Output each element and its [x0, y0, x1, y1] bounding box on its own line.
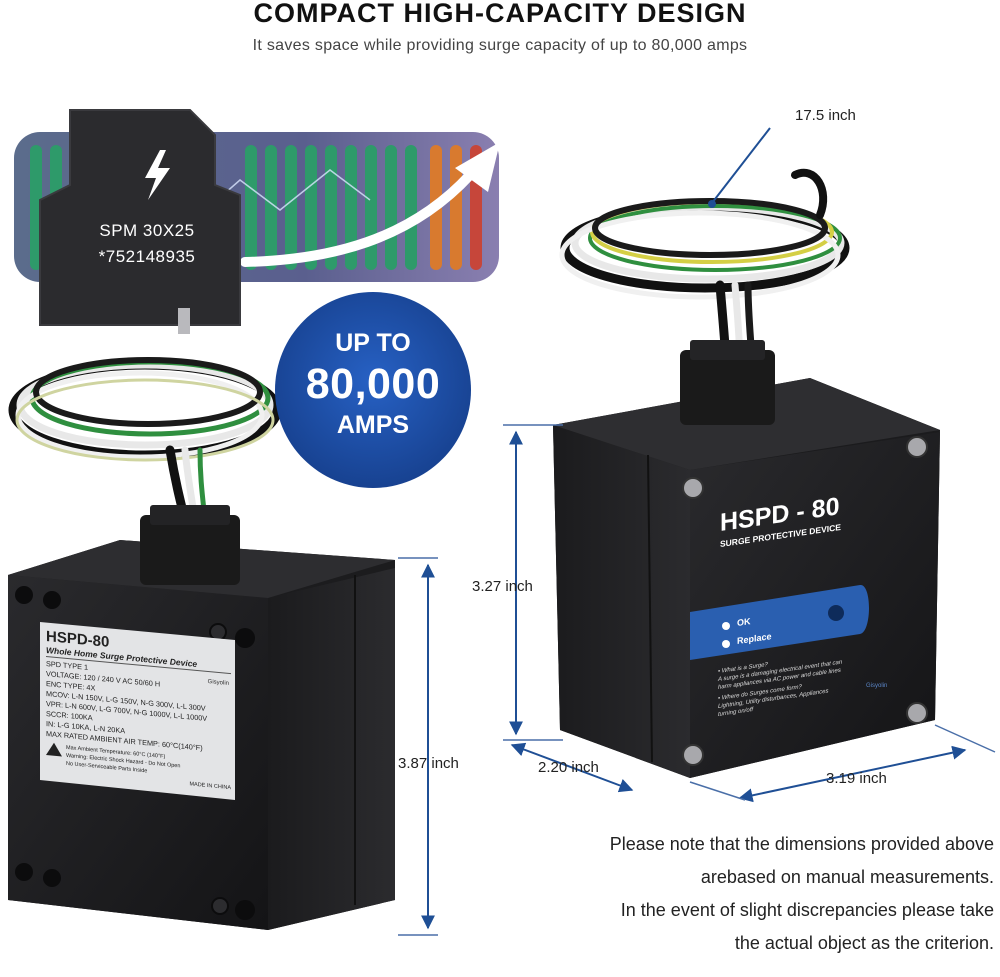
dim-wire-length: 17.5 inch: [795, 107, 856, 124]
warning-triangle-icon: [46, 742, 62, 757]
dimension-lines: [398, 127, 996, 936]
spm-model: SPM 30X25: [99, 221, 195, 240]
badge-line-1: UP TO: [335, 329, 411, 357]
page-title: COMPACT HIGH-CAPACITY DESIGN: [253, 0, 747, 28]
dim-depth-right: 2.20 inch: [538, 759, 599, 776]
badge-line-2: 80,000: [305, 360, 441, 408]
page-subtitle: It saves space while providing surge cap…: [252, 37, 748, 54]
note-line: arebased on manual measurements.: [700, 867, 994, 887]
right-wire-bundle: [559, 168, 850, 365]
capacity-badge: [275, 292, 471, 488]
spm-module: [39, 109, 241, 334]
badge-line-3: AMPS: [336, 411, 410, 439]
left-device-box: [8, 505, 395, 930]
left-wire-bundle: [8, 357, 282, 525]
note-line: In the event of slight discrepancies ple…: [620, 900, 994, 920]
dim-height-right: 3.27 inch: [472, 578, 533, 595]
spm-module-label: SPM 30X25 *752148935: [72, 218, 222, 270]
note-line: Please note that the dimensions provided…: [609, 834, 994, 854]
left-device-label: HSPD-80 Whole Home Surge Protective Devi…: [46, 628, 231, 791]
right-device-box: [553, 340, 940, 778]
capacity-badge-text: UP TO 80,000 AMPS: [275, 328, 471, 440]
wire-length-leader: [711, 127, 771, 204]
note-line: the actual object as the criterion.: [734, 933, 994, 953]
spm-serial: *752148935: [98, 247, 196, 266]
dim-width-right: 3.19 inch: [826, 770, 887, 787]
dim-height-left: 3.87 inch: [398, 755, 459, 772]
status-strip-labels: OK Replace: [737, 609, 772, 650]
measurement-note: Please note that the dimensions provided…: [474, 828, 994, 960]
left-label-specs: SPD TYPE 1 VOLTAGE: 120 / 240 V AC 50/60…: [46, 659, 231, 756]
right-device-brand: Gisyolin: [866, 683, 888, 689]
